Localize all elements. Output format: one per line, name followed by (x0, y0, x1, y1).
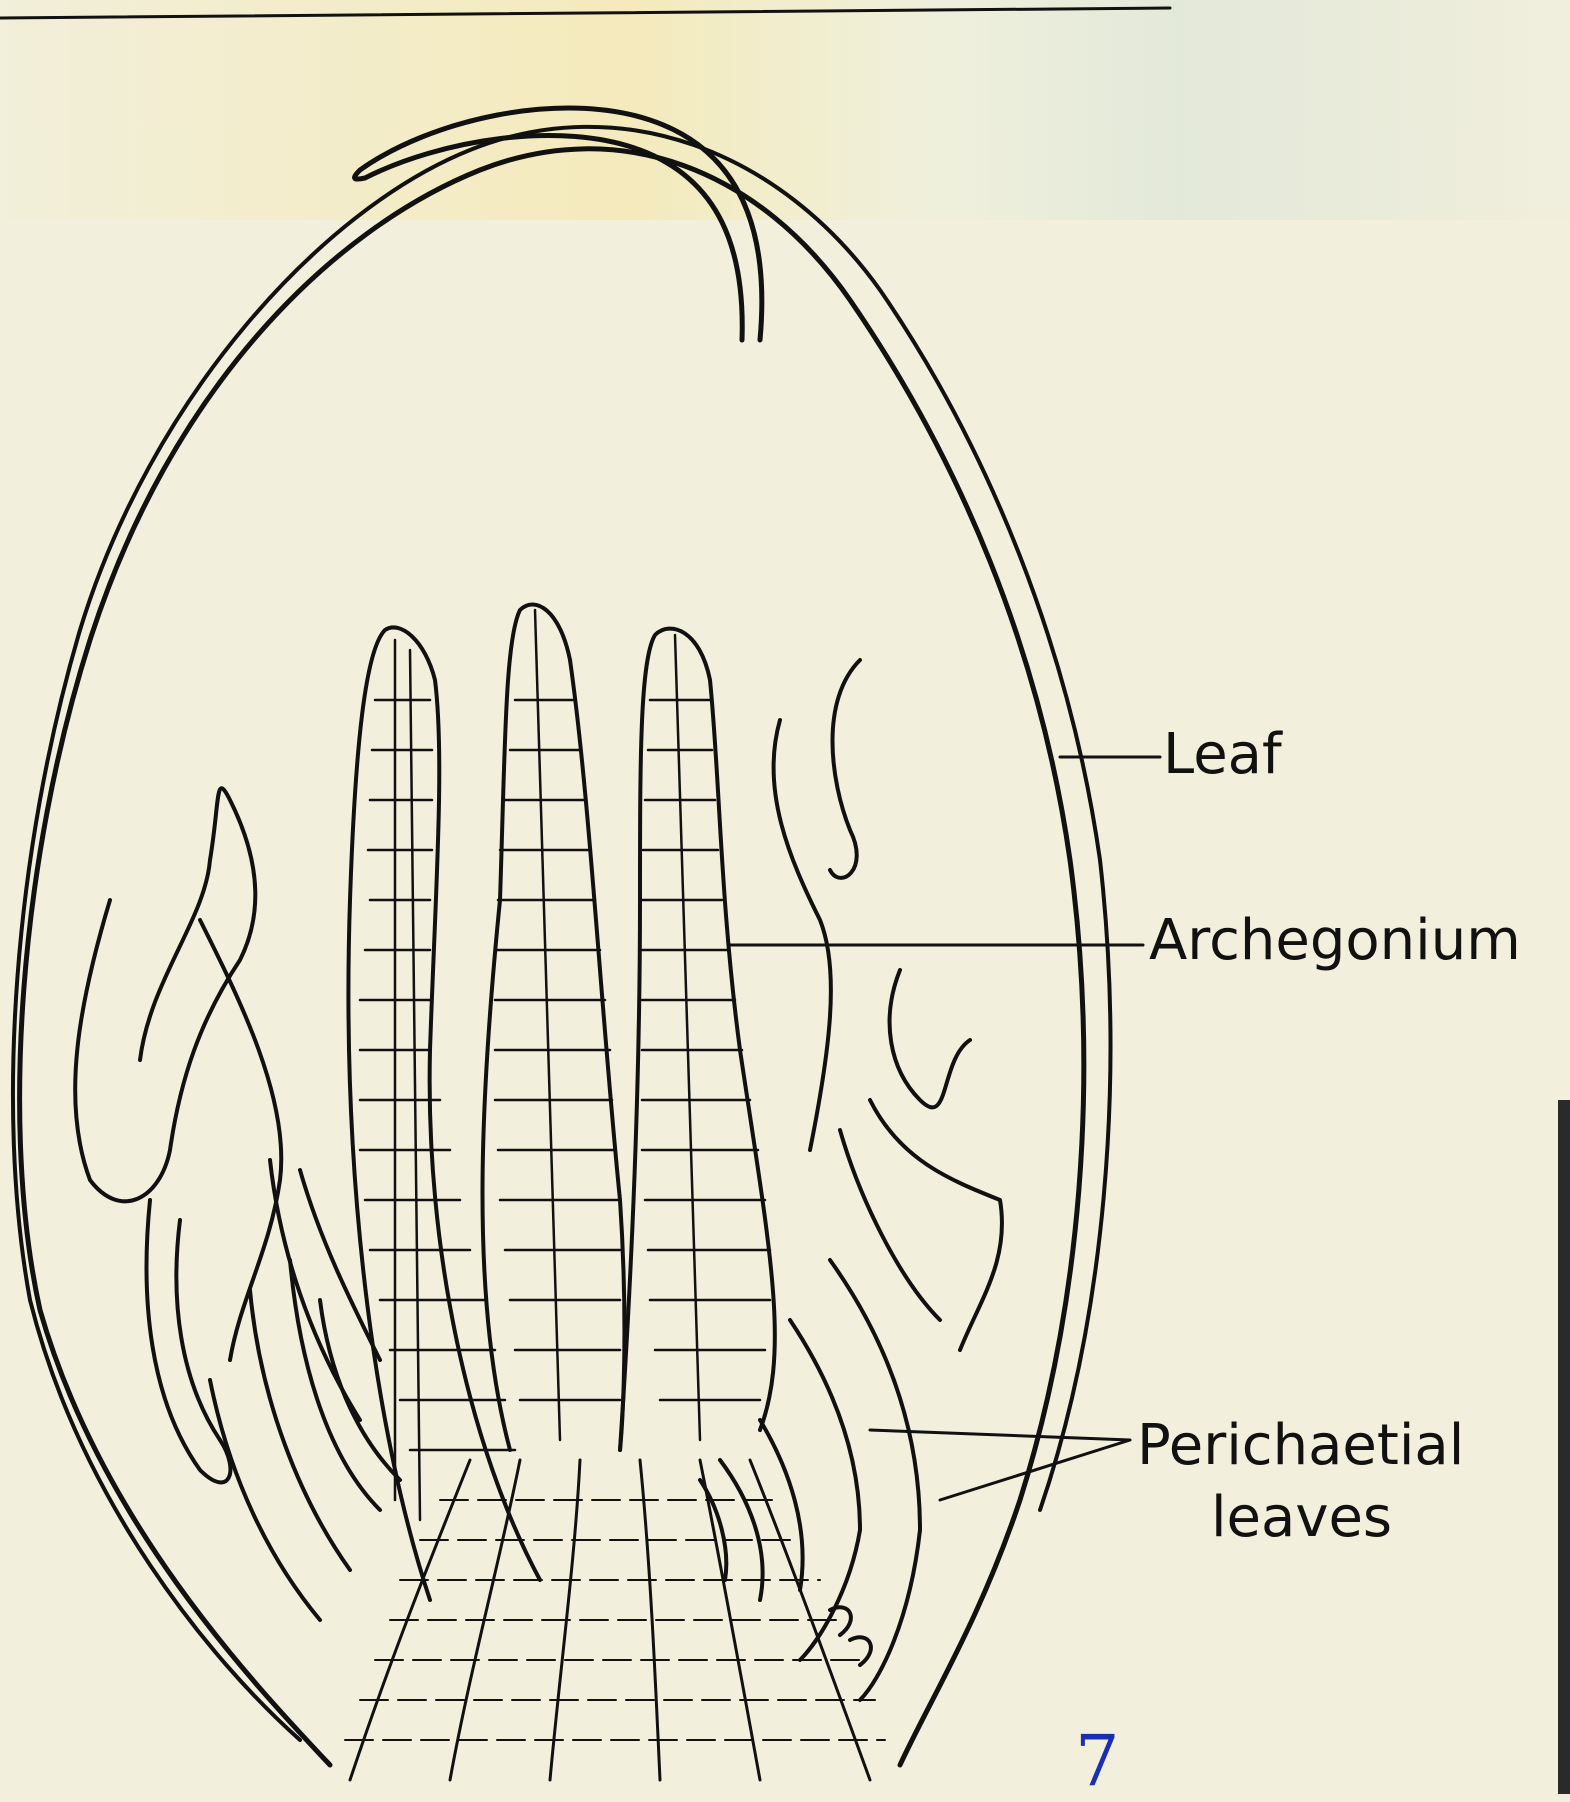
perichaetial-leaves-right (700, 660, 1002, 1700)
archegonium-center (483, 604, 625, 1450)
base-tissue (345, 1460, 885, 1780)
label-leaf: Leaf (1163, 727, 1282, 783)
label-perichaetial-line1: Perichaetial (1137, 1418, 1464, 1474)
label-archegonium: Archegonium (1149, 913, 1521, 969)
page-border (0, 8, 1170, 18)
handwritten-annotation: 7 (1075, 1720, 1120, 1802)
label-perichaetial-line2: leaves (1211, 1490, 1392, 1546)
leaf-tip-fold (355, 108, 762, 340)
scan-edge-shadow (1558, 1100, 1570, 1794)
leaf-outline-outer (20, 149, 1084, 1765)
archegonium-right (620, 629, 775, 1450)
